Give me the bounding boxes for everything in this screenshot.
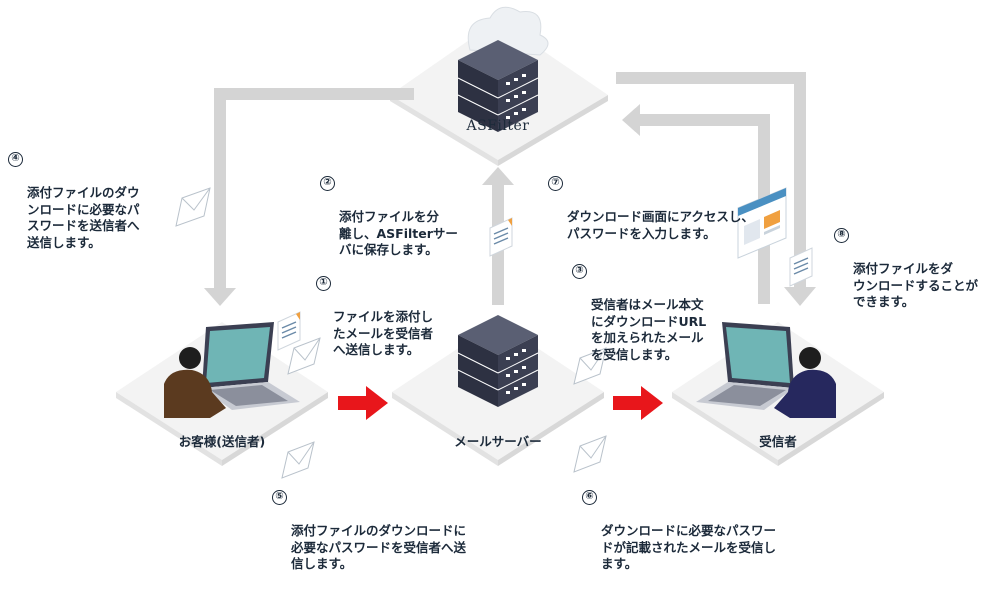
diagram-canvas — [116, 6, 884, 479]
flow-arrow-asfilter-to-sender — [204, 88, 414, 306]
cloud-icon — [467, 6, 549, 56]
envelope-icon — [175, 187, 211, 227]
step-text: 受信者はメール本文 にダウンロードURL を加えられたメール を受信します。 — [591, 297, 707, 362]
step-number: ① — [316, 276, 331, 291]
step-number: ④ — [8, 152, 23, 167]
person-icon — [774, 347, 836, 418]
laptop-icon — [202, 322, 300, 410]
step-text: 添付ファイルを分 離し、ASFilterサー バに保存します。 — [339, 209, 458, 257]
step-number: ⑤ — [272, 490, 287, 505]
step-text: ファイルを添付し たメールを受信者 へ送信します。 — [333, 309, 434, 357]
step-text: 添付ファイルのダウ ンロードに必要なパ スワードを送信者へ 送信します。 — [27, 185, 140, 250]
step-7: ⑦ ダウンロード画面にアクセスし、 パスワードを入力します。 — [548, 176, 754, 259]
step-number: ⑧ — [834, 228, 849, 243]
step-text: 添付ファイルをダ ウンロードすることが できます。 — [853, 261, 979, 309]
envelope-icon — [287, 337, 321, 375]
step-number: ⑥ — [582, 490, 597, 505]
document-icon — [277, 311, 301, 351]
step-1: ① ファイルを添付し たメールを受信者 へ送信します。 — [316, 276, 433, 375]
mail-arrow-sender-to-server — [338, 386, 388, 420]
receiver-label: 受信者 — [759, 434, 797, 449]
step-5: ⑤ 添付ファイルのダウンロードに 必要なパスワードを受信者へ送 信します。 — [272, 490, 466, 589]
step-8: ⑧ 添付ファイルをダ ウンロードすることが できます。 — [834, 228, 978, 327]
step-text: 添付ファイルのダウンロードに 必要なパスワードを受信者へ送 信します。 — [291, 523, 467, 571]
mail-server-label: メールサーバー — [454, 434, 542, 449]
envelope-icon — [573, 435, 607, 473]
step-6: ⑥ ダウンロードに必要なパスワー ドが記載されたメールを受信し ます。 — [582, 490, 776, 589]
step-2: ② 添付ファイルを分 離し、ASFilterサー バに保存します。 — [320, 176, 458, 275]
envelope-icon — [573, 347, 607, 385]
envelope-icon — [281, 441, 315, 479]
document-icon — [789, 247, 813, 287]
step-number: ③ — [572, 264, 587, 279]
flow-arrow-receiver-to-asfilter — [622, 104, 770, 304]
person-icon — [164, 347, 226, 418]
step-number: ② — [320, 176, 335, 191]
step-number: ⑦ — [548, 176, 563, 191]
step-text: ダウンロードに必要なパスワー ドが記載されたメールを受信し ます。 — [601, 523, 777, 571]
step-4: ④ 添付ファイルのダウ ンロードに必要なパ スワードを送信者へ 送信します。 — [8, 152, 140, 268]
document-icon — [489, 217, 513, 257]
sender-label: お客様(送信者) — [178, 434, 266, 449]
mail-arrow-server-to-receiver — [613, 386, 663, 420]
server-icon — [457, 315, 539, 407]
step-3: ③ 受信者はメール本文 にダウンロードURL を加えられたメール を受信します。 — [572, 264, 706, 380]
web-page-icon — [737, 187, 787, 259]
asfilter-label: ASFilter — [466, 118, 530, 134]
laptop-icon — [696, 322, 794, 410]
server-icon — [457, 40, 539, 132]
step-text: ダウンロード画面にアクセスし、 パスワードを入力します。 — [567, 209, 754, 241]
flow-arrow-asfilter-to-receiver — [616, 72, 816, 306]
